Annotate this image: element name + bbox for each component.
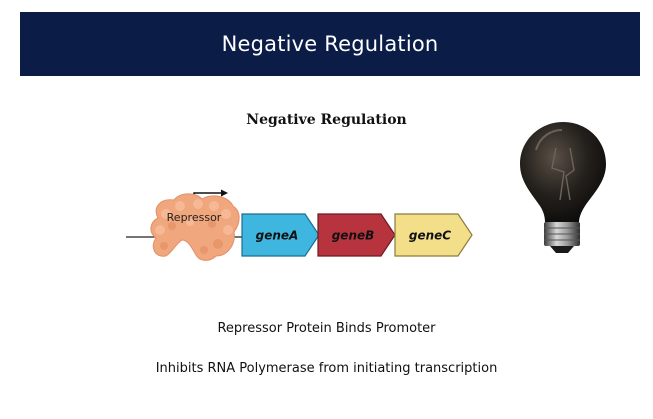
slide-title: Negative Regulation xyxy=(221,32,439,56)
gene-arrow-b: geneB xyxy=(317,213,396,257)
operon-diagram: Repressor geneA geneB geneC xyxy=(126,122,606,261)
caption-inhibits-polymerase: Inhibits RNA Polymerase from initiating … xyxy=(155,361,498,376)
gene-arrow-a: geneA xyxy=(241,213,320,257)
repressor-label: Repressor xyxy=(167,211,222,224)
repressor-protein: Repressor xyxy=(150,193,240,261)
gene-a-label: geneA xyxy=(256,229,299,243)
gene-arrow-c: geneC xyxy=(394,213,473,257)
gene-c-label: geneC xyxy=(409,229,451,243)
title-bar: Negative Regulation xyxy=(20,12,640,76)
caption-binds-promoter: Repressor Protein Binds Promoter xyxy=(217,321,436,336)
gene-b-label: geneB xyxy=(332,229,375,243)
diagram-subtitle: Negative Regulation xyxy=(246,112,407,128)
light-bulb-icon xyxy=(520,122,606,253)
